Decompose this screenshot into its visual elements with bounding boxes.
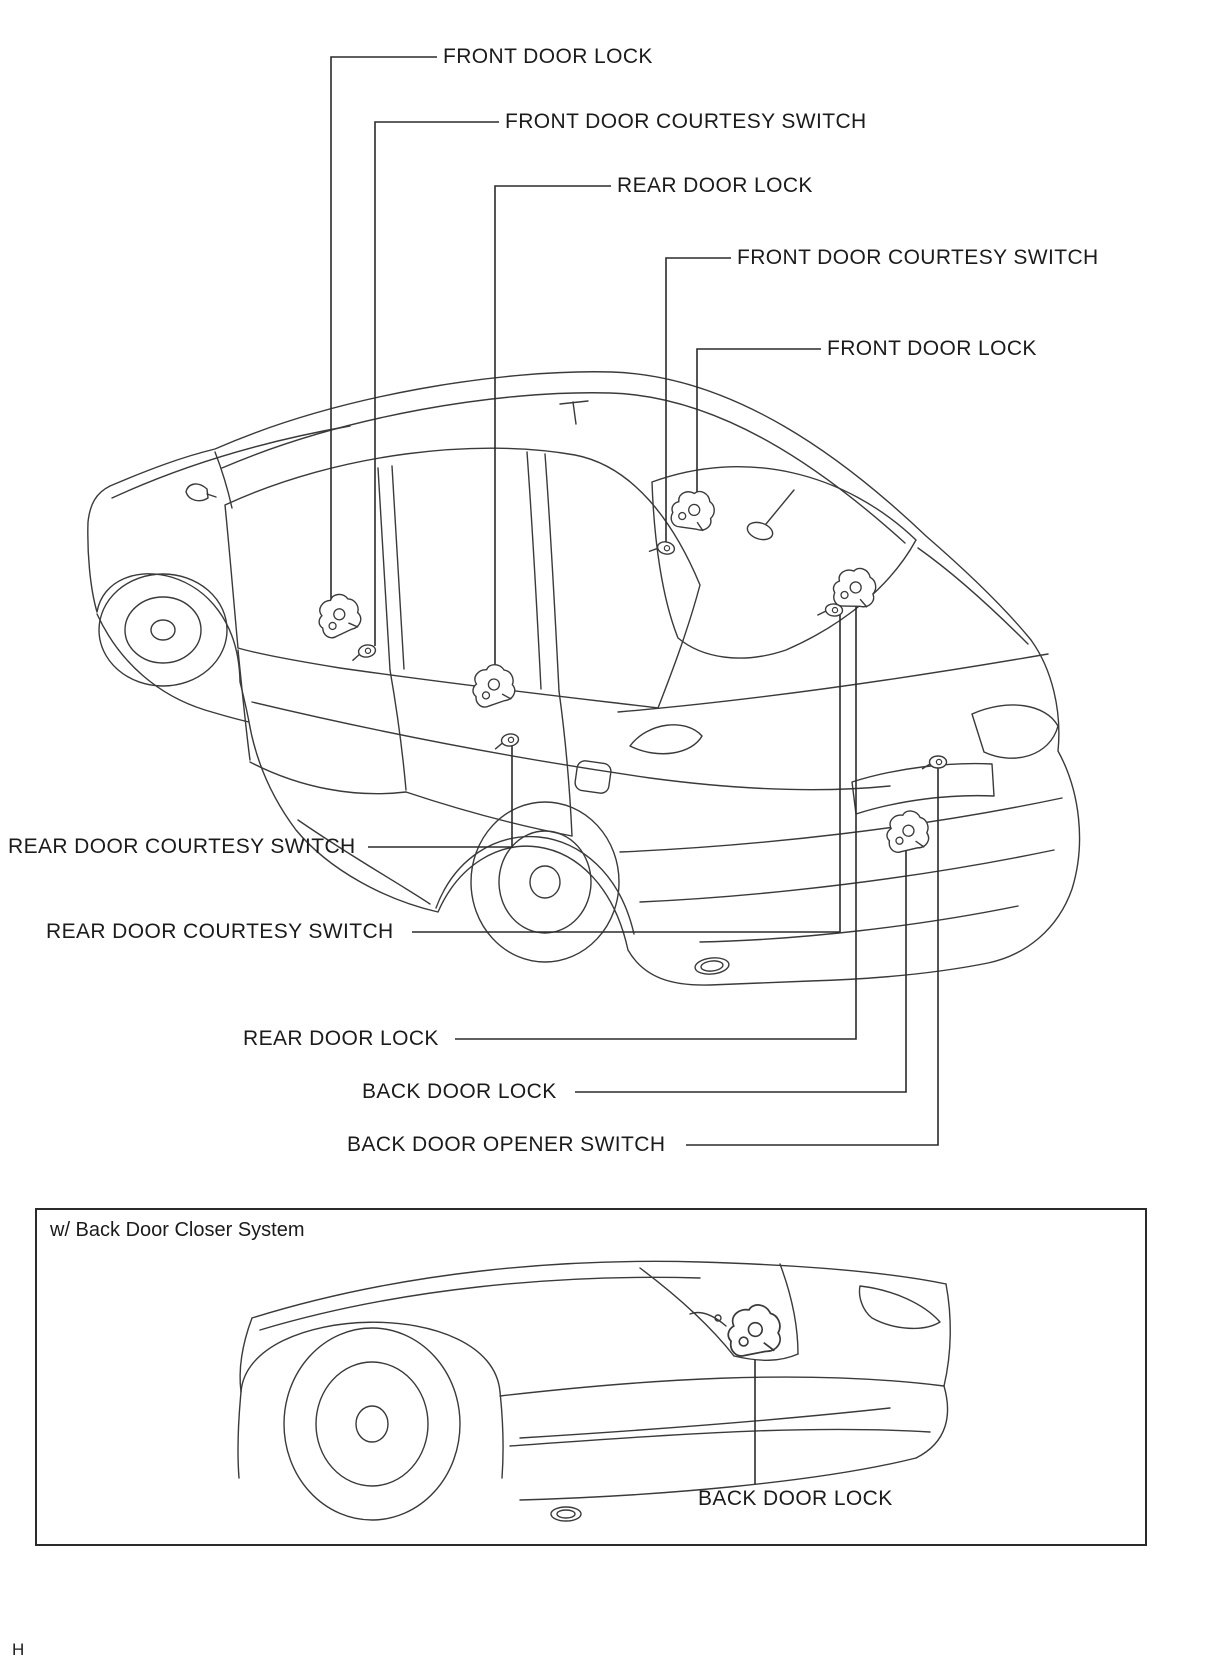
taillight-right [971,704,1059,759]
front-door-lock-right-part [667,484,720,536]
front-door-courtesy-switch-left-part [349,642,378,662]
callout-front-door-lock-left: FRONT DOOR LOCK [443,45,653,68]
callout-front-door-courtesy-switch-right: FRONT DOOR COURTESY SWITCH [737,246,1099,269]
rear-glass [651,466,917,659]
body-silhouette [87,371,1081,986]
callout-rear-door-lock-left: REAR DOOR LOCK [617,174,813,197]
back-door-lock-part [883,808,932,854]
inset-exhaust-tip [550,1506,582,1522]
back-door-opener-switch-part [921,755,948,770]
leader-rear-door-lock-left [494,185,611,686]
leader-back-door-opener-switch [686,768,939,1146]
callout-rear-door-courtesy-switch-right: REAR DOOR COURTESY SWITCH [46,920,394,943]
rear-door-courtesy-switch-left-part [492,732,521,750]
callout-rear-door-courtesy-switch-left: REAR DOOR COURTESY SWITCH [8,835,356,858]
leader-rear-door-lock-right [455,600,857,1040]
inset-panel-title: w/ Back Door Closer System [50,1219,305,1241]
leader-front-door-lock-left [330,56,437,616]
front-door-courtesy-switch-right-part [648,538,677,558]
callout-front-door-lock-right: FRONT DOOR LOCK [827,337,1037,360]
rear-wheel [470,801,620,963]
fuel-door [574,760,612,794]
main-vehicle-drawing [87,371,1081,986]
taillight-left [629,724,703,755]
license-garnish [851,762,995,815]
leader-rear-door-courtesy-switch-right [412,614,841,933]
exhaust-tip [694,957,730,975]
inset-taillight [858,1285,941,1330]
callout-back-door-lock-inset: BACK DOOR LOCK [698,1487,893,1510]
callout-rear-door-lock-right: REAR DOOR LOCK [243,1027,439,1050]
leader-front-door-courtesy-switch-right [665,257,731,542]
inset-panel-border [35,1208,1147,1546]
front-door-lock-left-part [311,588,366,642]
rear-door-lock-left-part [467,660,519,710]
callout-front-door-courtesy-switch-left: FRONT DOOR COURTESY SWITCH [505,110,867,133]
page-footer-mark: H [12,1640,25,1659]
inset-rear-wheel [283,1327,461,1521]
callout-back-door-opener-switch: BACK DOOR OPENER SWITCH [347,1133,666,1156]
side-mirror [185,483,209,502]
inset-vehicle-drawing [237,1260,951,1522]
leader-front-door-courtesy-switch-left [374,121,499,646]
leader-back-door-lock [575,844,907,1093]
leader-lines [330,56,939,1484]
leader-front-door-lock-right [696,348,821,512]
side-windows [224,447,701,709]
rear-door-lock-right-part [830,564,879,612]
callout-back-door-lock: BACK DOOR LOCK [362,1080,557,1103]
leader-rear-door-courtesy-switch-left [368,746,513,848]
front-wheel [98,573,228,687]
